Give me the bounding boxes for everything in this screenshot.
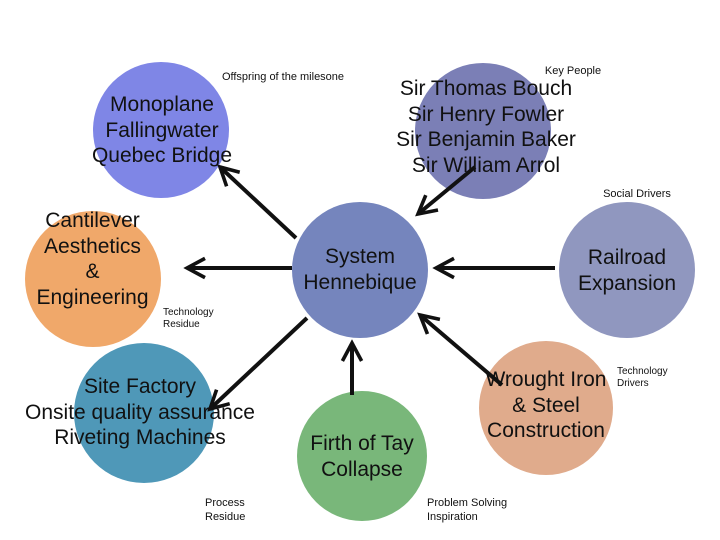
site-factory-line-3: Riveting Machines xyxy=(54,426,226,450)
site-factory-line-2: Onsite quality assurance xyxy=(25,400,255,424)
system-text: System Hennebique xyxy=(280,244,440,295)
arrow-to-offspring xyxy=(220,167,298,240)
social-drivers-label: Social Drivers xyxy=(603,188,671,200)
firth-line-1: Firth of Tay xyxy=(310,432,414,455)
site-factory-circle xyxy=(74,343,214,483)
technology-residue-line-2: Residue xyxy=(163,319,200,330)
site-factory-text: Site Factory Onsite quality assurance Ri… xyxy=(4,374,276,451)
key-people-label: Key People xyxy=(544,65,602,77)
firth-circle xyxy=(297,391,427,521)
system-line-2: Hennebique xyxy=(303,270,417,294)
arrow-from-wrought-iron xyxy=(420,315,504,387)
arrow-to-site-factory xyxy=(210,316,309,409)
railroad-circle xyxy=(559,202,695,338)
system-line-1: System xyxy=(324,245,395,268)
cantilever-line-4: Engineering xyxy=(36,285,149,309)
technology-residue-label: Technology Residue xyxy=(163,307,243,331)
arrow-to-key-people xyxy=(418,165,477,214)
wrought-iron-line-2: & Steel xyxy=(512,393,580,417)
cantilever-line-1: Cantilever xyxy=(45,209,140,232)
wrought-iron-line-3: Construction xyxy=(487,419,605,443)
offspring-circle xyxy=(93,62,229,198)
railroad-line-2: Expansion xyxy=(577,271,677,295)
problem-solving-line-1: Problem Solving xyxy=(427,497,508,509)
key-people-circle xyxy=(415,63,551,199)
arrows xyxy=(187,167,555,409)
offspring-text: Monoplane Fallingwater Quebec Bridge xyxy=(52,92,272,169)
wrought-iron-line-1: Wrought Iron xyxy=(485,368,607,391)
offspring-line-1: Monoplane xyxy=(110,93,214,116)
railroad-text: Railroad Expansion xyxy=(560,245,694,296)
key-people-line-3: Sir Benjamin Baker xyxy=(396,128,576,152)
wrought-iron-circle xyxy=(479,341,613,475)
cantilever-circle xyxy=(25,211,161,347)
key-people-line-4: Sir William Arrol xyxy=(411,153,561,177)
wrought-iron-text: Wrought Iron & Steel Construction xyxy=(466,367,626,444)
key-people-line-2: Sir Henry Fowler xyxy=(407,102,565,126)
firth-line-2: Collapse xyxy=(321,457,403,481)
cantilever-text: Cantilever Aesthetics & Engineering xyxy=(20,208,165,310)
railroad-line-1: Railroad xyxy=(587,246,667,269)
offspring-line-3: Quebec Bridge xyxy=(91,144,233,168)
cantilever-line-2: Aesthetics xyxy=(44,234,141,258)
problem-solving-label: Problem Solving Inspiration xyxy=(427,496,537,525)
key-people-text: Sir Thomas Bouch Sir Henry Fowler Sir Be… xyxy=(366,76,606,178)
site-factory-line-1: Site Factory xyxy=(83,375,197,398)
technology-residue-line-1: Technology xyxy=(163,307,214,318)
firth-text: Firth of Tay Collapse xyxy=(282,431,442,482)
process-residue-label: Process Residue xyxy=(205,496,285,525)
process-residue-line-2: Residue xyxy=(205,511,246,524)
offspring-label: Offspring of the milesone xyxy=(221,71,345,83)
problem-solving-line-2: Inspiration xyxy=(427,511,478,524)
cantilever-line-3: & xyxy=(85,260,100,284)
offspring-line-2: Fallingwater xyxy=(105,118,219,142)
technology-drivers-line-1: Technology xyxy=(617,366,668,377)
process-residue-line-1: Process xyxy=(205,497,245,509)
technology-drivers-line-2: Drivers xyxy=(617,378,649,389)
system-circle xyxy=(292,202,428,338)
key-people-line-1: Sir Thomas Bouch xyxy=(399,77,573,100)
technology-drivers-label: Technology Drivers xyxy=(617,366,687,390)
